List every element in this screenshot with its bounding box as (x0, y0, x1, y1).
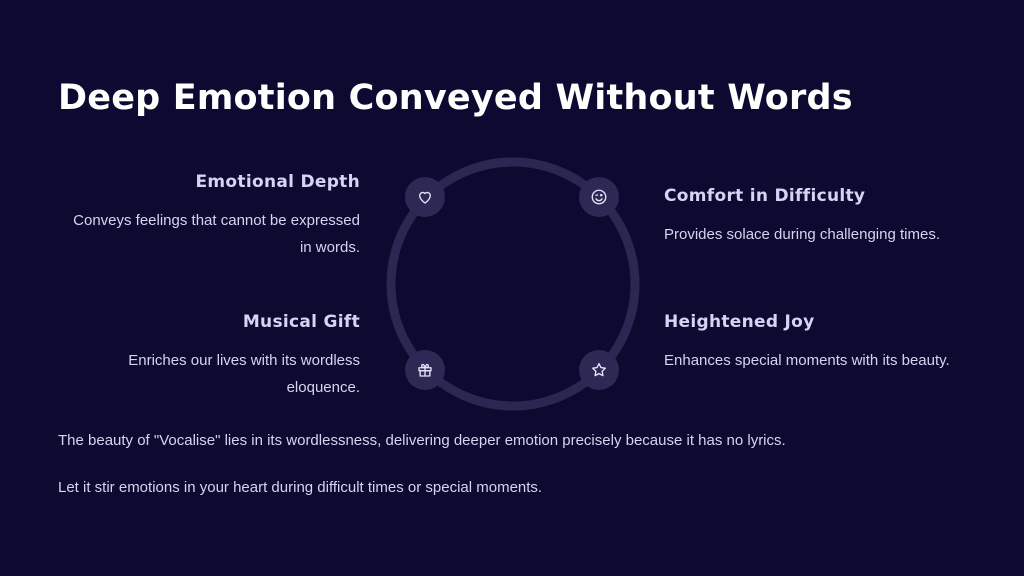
heart-icon (405, 177, 445, 217)
feature-comfort: Comfort in Difficulty Provides solace du… (664, 186, 964, 248)
feature-text: Enhances special moments with its beauty… (664, 352, 950, 369)
feature-text: Enriches our lives with its wordless elo… (128, 352, 360, 396)
feature-heading: Emotional Depth (195, 172, 360, 192)
feature-heading: Heightened Joy (664, 312, 815, 332)
feature-heightened-joy: Heightened Joy Enhances special moments … (664, 312, 964, 374)
feature-emotional-depth: Emotional Depth Conveys feelings that ca… (60, 172, 360, 261)
feature-text: Conveys feelings that cannot be expresse… (73, 212, 360, 256)
feature-musical-gift: Musical Gift Enriches our lives with its… (60, 312, 360, 401)
feature-text: Provides solace during challenging times… (664, 226, 940, 243)
gift-icon (405, 350, 445, 390)
page-title: Deep Emotion Conveyed Without Words (58, 78, 853, 118)
footer-text-2: Let it stir emotions in your heart durin… (58, 479, 543, 496)
smile-wink-icon (579, 177, 619, 217)
footer-text-1: The beauty of "Vocalise" lies in its wor… (58, 432, 786, 449)
cycle-ring (386, 157, 640, 411)
feature-heading: Musical Gift (242, 312, 360, 332)
feature-heading: Comfort in Difficulty (664, 186, 866, 206)
star-icon (579, 350, 619, 390)
